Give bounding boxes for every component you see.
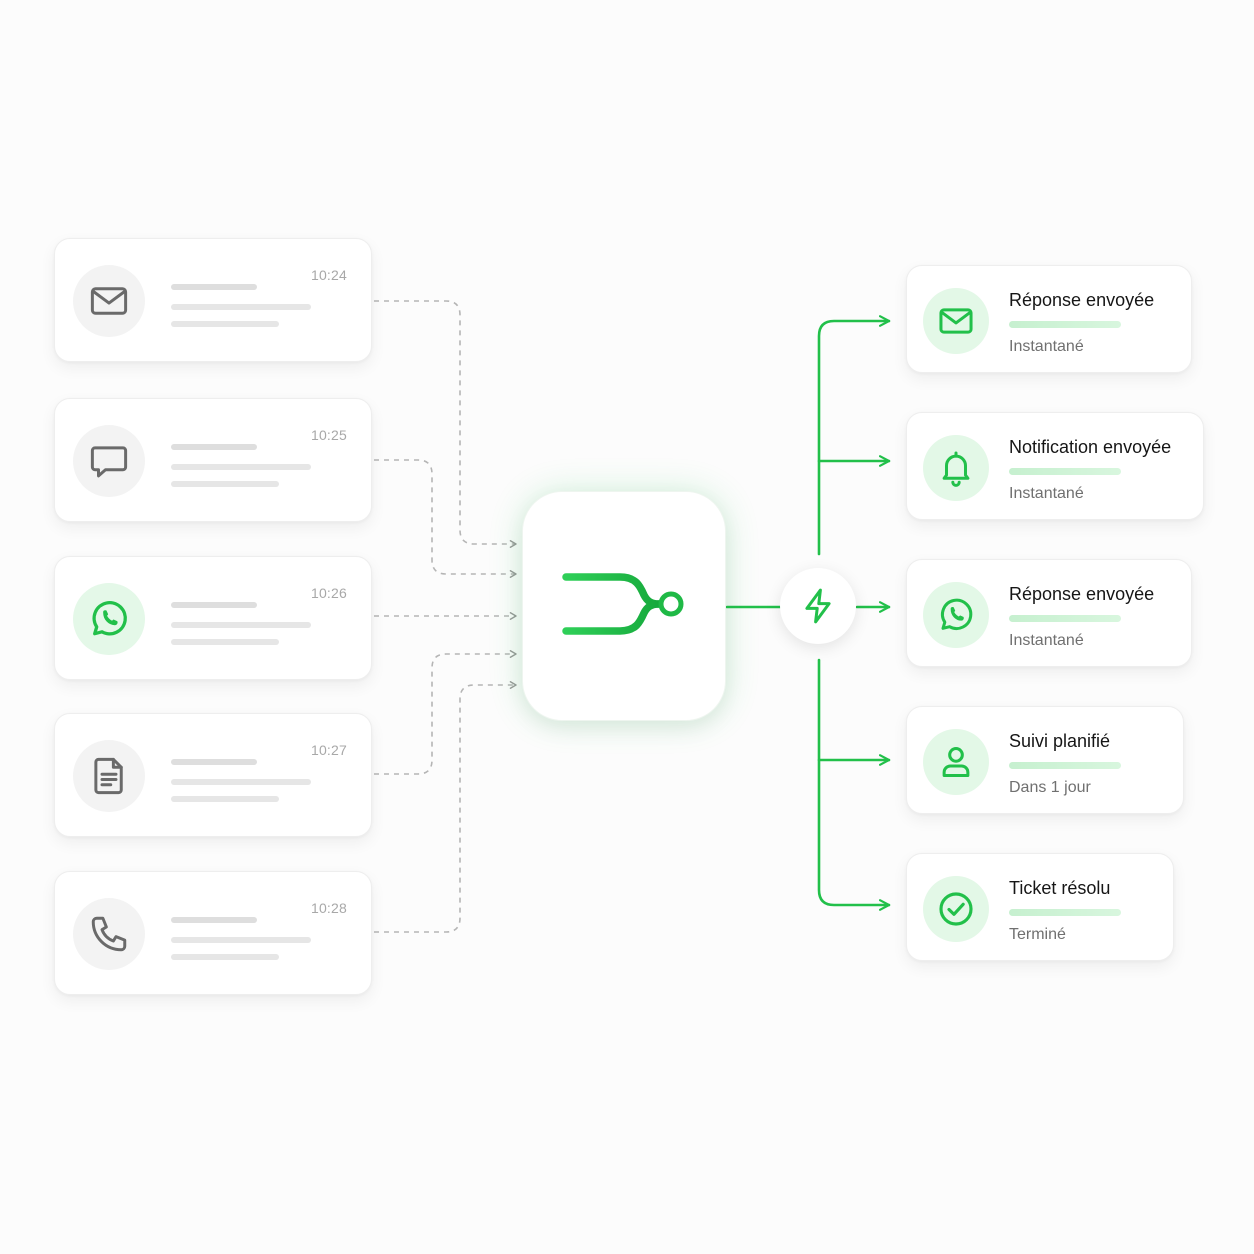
lightning-bolt-icon bbox=[805, 588, 831, 624]
output-card-whatsapp-reply[interactable]: Réponse envoyée Instantané bbox=[906, 559, 1192, 667]
output-progress-bar bbox=[1009, 468, 1121, 475]
output-status: Terminé bbox=[1009, 926, 1066, 943]
message-preview-line bbox=[171, 937, 311, 943]
output-title: Notification envoyée bbox=[1009, 437, 1172, 457]
output-progress-bar bbox=[1009, 321, 1121, 328]
input-card-whatsapp[interactable]: 10:26 bbox=[54, 556, 372, 680]
bell-icon bbox=[923, 435, 989, 501]
message-preview-line bbox=[171, 779, 311, 785]
message-preview-line bbox=[171, 639, 279, 645]
message-preview-line bbox=[171, 321, 279, 327]
output-progress-bar bbox=[1009, 615, 1121, 622]
connector-input-4 bbox=[374, 650, 517, 775]
connector-input-5 bbox=[374, 681, 517, 933]
message-time: 10:24 bbox=[310, 267, 347, 283]
message-preview-line bbox=[171, 464, 311, 470]
message-preview-line bbox=[171, 481, 279, 487]
document-icon bbox=[73, 740, 145, 812]
output-status: Instantané bbox=[1009, 338, 1084, 355]
mail-icon bbox=[73, 265, 145, 337]
message-time: 10:25 bbox=[310, 427, 347, 443]
output-card-follow-up[interactable]: Suivi planifié Dans 1 jour bbox=[906, 706, 1184, 814]
output-card-email-reply[interactable]: Réponse envoyée Instantané bbox=[906, 265, 1192, 373]
input-card-phone[interactable]: 10:28 bbox=[54, 871, 372, 995]
message-preview-line bbox=[171, 602, 257, 608]
connector-trunk-lower bbox=[817, 658, 891, 911]
output-status: Instantané bbox=[1009, 632, 1084, 649]
mail-icon bbox=[923, 288, 989, 354]
output-card-notification[interactable]: Notification envoyée Instantané bbox=[906, 412, 1204, 520]
message-preview-line bbox=[171, 954, 279, 960]
message-preview-line bbox=[171, 304, 311, 310]
routing-hub[interactable] bbox=[522, 491, 726, 721]
output-title: Ticket résolu bbox=[1009, 878, 1111, 898]
connector-input-2 bbox=[374, 459, 517, 578]
message-preview-line bbox=[171, 759, 257, 765]
connector-input-1 bbox=[374, 300, 517, 548]
message-time: 10:27 bbox=[310, 742, 347, 758]
input-card-chat[interactable]: 10:25 bbox=[54, 398, 372, 522]
chat-bubble-icon bbox=[73, 425, 145, 497]
message-time: 10:26 bbox=[310, 585, 347, 601]
output-progress-bar bbox=[1009, 762, 1121, 769]
whatsapp-icon bbox=[923, 582, 989, 648]
input-card-email[interactable]: 10:24 bbox=[54, 238, 372, 362]
output-title: Réponse envoyée bbox=[1009, 290, 1155, 310]
output-progress-bar bbox=[1009, 909, 1121, 916]
output-status: Dans 1 jour bbox=[1009, 779, 1091, 796]
message-preview-line bbox=[171, 796, 279, 802]
connector-trunk-upper bbox=[817, 315, 891, 556]
output-title: Suivi planifié bbox=[1009, 731, 1111, 751]
input-card-document[interactable]: 10:27 bbox=[54, 713, 372, 837]
message-time: 10:28 bbox=[310, 900, 347, 916]
trigger-node[interactable] bbox=[780, 568, 856, 644]
user-icon bbox=[923, 729, 989, 795]
message-preview-line bbox=[171, 917, 257, 923]
whatsapp-icon bbox=[73, 583, 145, 655]
message-preview-line bbox=[171, 284, 257, 290]
output-card-ticket-resolved[interactable]: Ticket résolu Terminé bbox=[906, 853, 1174, 961]
check-circle-icon bbox=[923, 876, 989, 942]
message-preview-line bbox=[171, 444, 257, 450]
output-title: Réponse envoyée bbox=[1009, 584, 1155, 604]
message-preview-line bbox=[171, 622, 311, 628]
routing-logo-icon bbox=[562, 573, 684, 635]
phone-icon bbox=[73, 898, 145, 970]
output-status: Instantané bbox=[1009, 485, 1084, 502]
